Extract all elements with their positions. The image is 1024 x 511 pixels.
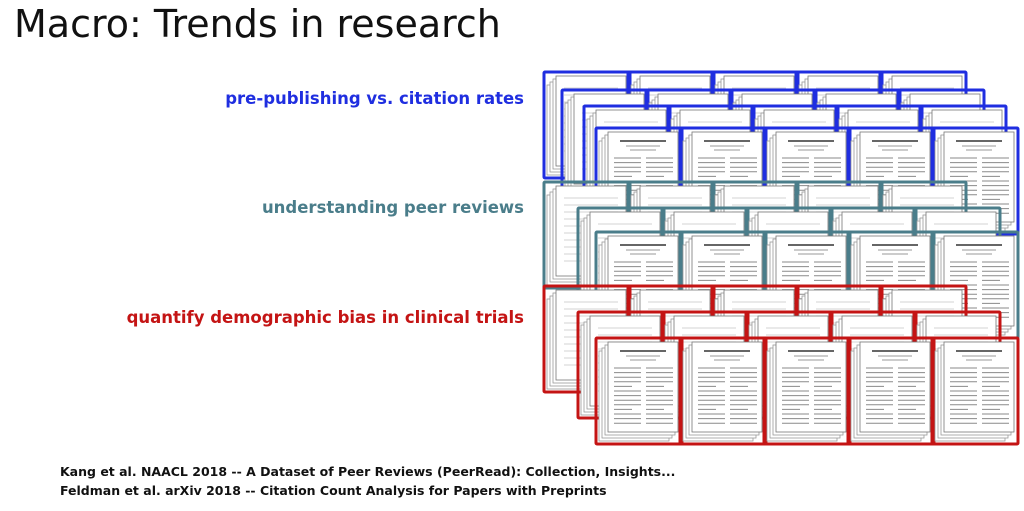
paper-stack-illustration	[542, 70, 1020, 446]
reference-feldman: Feldman et al. arXiv 2018 -- Citation Co…	[60, 483, 607, 498]
label-pre-publishing: pre-publishing vs. citation rates	[225, 89, 524, 108]
paper-red-r9-c3	[846, 336, 936, 446]
paper-red-r9-c0	[594, 336, 684, 446]
paper-red-r9-c4	[930, 336, 1020, 446]
label-peer-reviews: understanding peer reviews	[261, 198, 524, 217]
reference-kang: Kang et al. NAACL 2018 -- A Dataset of P…	[60, 464, 676, 479]
slide-title: Macro: Trends in research	[14, 2, 501, 46]
paper-red-r9-c1	[678, 336, 768, 446]
references: Kang et al. NAACL 2018 -- A Dataset of P…	[60, 462, 675, 500]
paper-red-r9-c2	[762, 336, 852, 446]
label-demographic-bias: quantify demographic bias in clinical tr…	[126, 308, 524, 327]
